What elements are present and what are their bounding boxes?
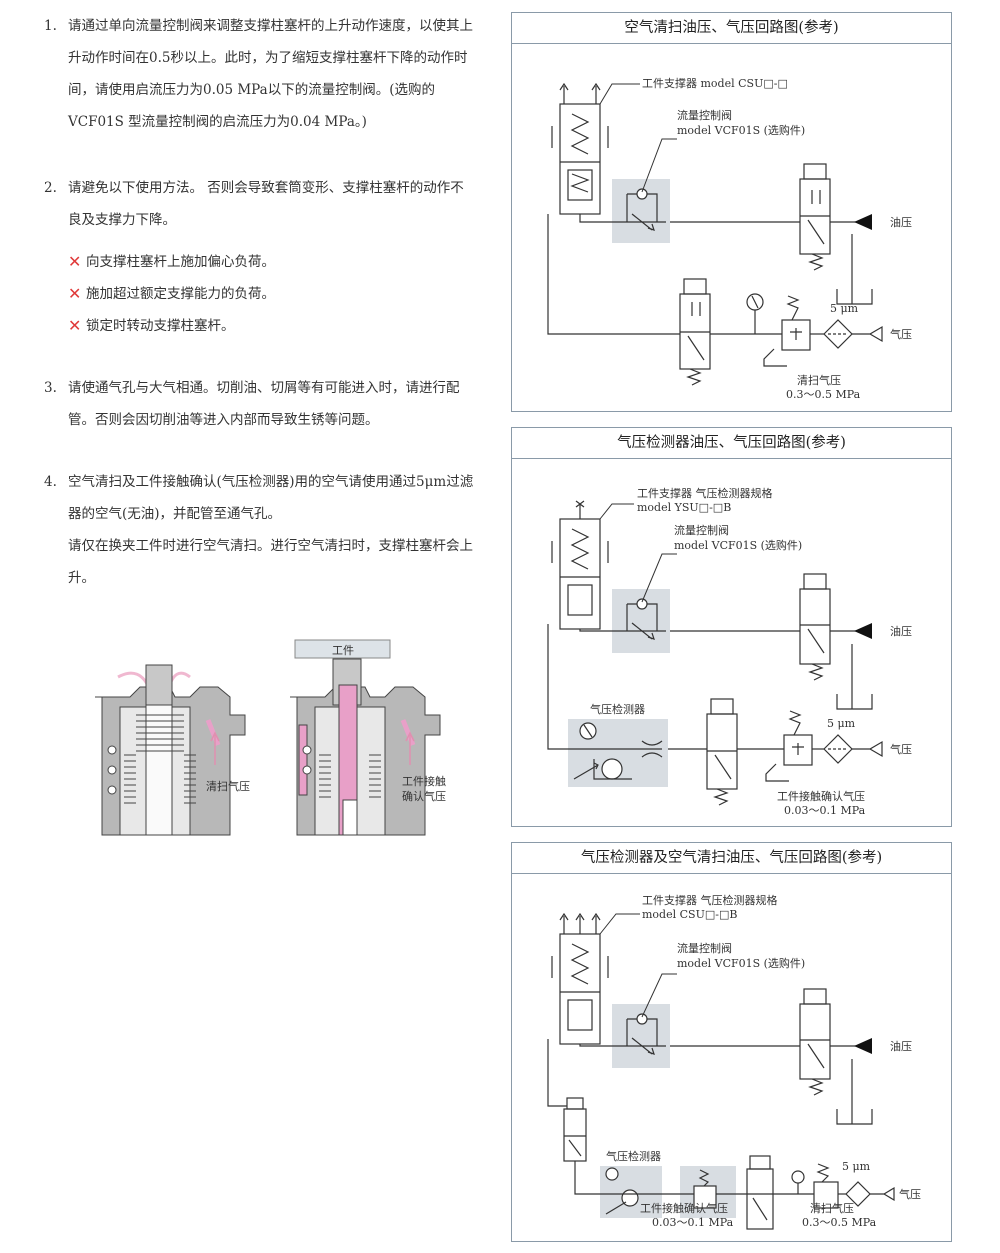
oil-pressure-label: 油压 bbox=[890, 1039, 912, 1053]
support-model-label: 工件支撑器 model CSU□-□ bbox=[642, 76, 788, 90]
panel-title: 空气清扫油压、气压回路图(参考) bbox=[512, 13, 951, 44]
flow-valve-model-label: model VCF01S (选购件) bbox=[677, 123, 805, 137]
note-number: 3. bbox=[44, 380, 57, 396]
panel-title: 气压检测器油压、气压回路图(参考) bbox=[512, 428, 951, 459]
note-number: 2. bbox=[44, 180, 57, 196]
cross-icon: ✕ bbox=[68, 316, 82, 335]
flow-valve-model-label: model VCF01S (选购件) bbox=[677, 956, 805, 970]
confirm-pressure-value: 0.03～0.1 MPa bbox=[652, 1216, 734, 1229]
purge-pressure-label: 清扫气压 bbox=[810, 1201, 854, 1215]
note-1: 1. 请通过单向流量控制阀来调整支撑柱塞杆的上升动作速度，以使其上升动作时间在0… bbox=[44, 10, 474, 138]
support-model-label: model YSU□-□B bbox=[637, 501, 731, 514]
flow-valve-model-label: model VCF01S (选购件) bbox=[674, 538, 802, 552]
air-pressure-label: 气压 bbox=[890, 327, 912, 341]
prohibited-item: ✕施加超过额定支撑能力的负荷。 bbox=[68, 278, 474, 310]
circuit-diagram-1: 工件支撑器 model CSU□-□ 流量控制阀 model VCF01S (选… bbox=[547, 76, 912, 401]
detector-label: 气压检测器 bbox=[590, 702, 645, 716]
circuit-panel-combined: 气压检测器及空气清扫油压、气压回路图(参考) bbox=[511, 842, 952, 1242]
oil-pressure-label: 油压 bbox=[890, 215, 912, 229]
workpiece-label: 工件 bbox=[332, 644, 354, 657]
filter-label: 5 μm bbox=[842, 1160, 871, 1173]
circuit-diagram-3: 工件支撑器 气压检测器规格 model CSU□-□B 流量控制阀 model … bbox=[547, 893, 921, 1230]
circuit-diagram-2: 工件支撑器 气压检测器规格 model YSU□-□B 流量控制阀 model … bbox=[547, 486, 912, 817]
section-drawings: 清扫气压 工件 工件接触 确认气压 bbox=[90, 635, 450, 845]
detector-label: 气压检测器 bbox=[606, 1149, 661, 1163]
flow-valve-label: 流量控制阀 bbox=[677, 108, 732, 122]
prohibited-item: ✕锁定时转动支撑柱塞杆。 bbox=[68, 310, 474, 342]
flow-valve-label: 流量控制阀 bbox=[677, 941, 732, 955]
support-spec-label: 工件支撑器 气压检测器规格 bbox=[637, 486, 773, 500]
note-3: 3. 请使通气孔与大气相通。切削油、切屑等有可能进入时，请进行配管。否则会因切削… bbox=[44, 372, 474, 436]
panel-title: 气压检测器及空气清扫油压、气压回路图(参考) bbox=[512, 843, 951, 874]
note-text: 请避免以下使用方法。 否则会导致套筒变形、支撑柱塞杆的动作不良及支撑力下降。 bbox=[68, 180, 464, 228]
purge-pressure-value: 0.3～0.5 MPa bbox=[802, 1216, 877, 1229]
circuit-panel-air-detector: 气压检测器油压、气压回路图(参考) bbox=[511, 427, 952, 827]
note-text: 请通过单向流量控制阀来调整支撑柱塞杆的上升动作速度，以使其上升动作时间在0.5秒… bbox=[68, 18, 473, 130]
usage-notes: 1. 请通过单向流量控制阀来调整支撑柱塞杆的上升动作速度，以使其上升动作时间在0… bbox=[44, 10, 474, 616]
cross-icon: ✕ bbox=[68, 252, 82, 271]
note-4: 4. 空气清扫及工件接触确认(气压检测器)用的空气请使用通过5μm过滤器的空气(… bbox=[44, 466, 474, 594]
note-2: 2. 请避免以下使用方法。 否则会导致套筒变形、支撑柱塞杆的动作不良及支撑力下降… bbox=[44, 172, 474, 342]
flow-valve-label: 流量控制阀 bbox=[674, 523, 729, 537]
prohibited-item: ✕向支撑柱塞杆上施加偏心负荷。 bbox=[68, 246, 474, 278]
confirm-pressure-label: 工件接触确认气压 bbox=[777, 789, 865, 803]
contact-air-label-2: 确认气压 bbox=[402, 789, 446, 803]
prohibited-list: ✕向支撑柱塞杆上施加偏心负荷。 ✕施加超过额定支撑能力的负荷。 ✕锁定时转动支撑… bbox=[68, 246, 474, 342]
air-pressure-label: 气压 bbox=[899, 1187, 921, 1201]
note-number: 1. bbox=[44, 18, 57, 34]
filter-label: 5 μm bbox=[827, 717, 856, 730]
cross-section-purge: 清扫气压 bbox=[95, 664, 250, 836]
purge-pressure-value: 0.3～0.5 MPa bbox=[786, 388, 861, 401]
purge-pressure-label: 清扫气压 bbox=[797, 373, 841, 387]
air-pressure-label: 气压 bbox=[890, 742, 912, 756]
note-text: 空气清扫及工件接触确认(气压检测器)用的空气请使用通过5μm过滤器的空气(无油)… bbox=[68, 474, 474, 522]
confirm-pressure-label: 工件接触确认气压 bbox=[640, 1201, 728, 1215]
note-number: 4. bbox=[44, 474, 57, 490]
filter-label: 5 μm bbox=[830, 302, 859, 315]
note-text: 请使通气孔与大气相通。切削油、切屑等有可能进入时，请进行配管。否则会因切削油等进… bbox=[68, 380, 460, 428]
confirm-pressure-value: 0.03～0.1 MPa bbox=[784, 804, 866, 817]
purge-air-label: 清扫气压 bbox=[206, 779, 250, 793]
contact-air-label-1: 工件接触 bbox=[402, 774, 446, 788]
circuit-panel-air-purge: 空气清扫油压、气压回路图(参考) bbox=[511, 12, 952, 412]
support-model-label: model CSU□-□B bbox=[642, 908, 737, 921]
support-spec-label: 工件支撑器 气压检测器规格 bbox=[642, 893, 778, 907]
cross-section-detector: 工件 工件接触 确认气压 bbox=[290, 639, 446, 836]
note-text-2: 请仅在换夹工件时进行空气清扫。进行空气清扫时，支撑柱塞杆会上升。 bbox=[68, 538, 473, 586]
oil-pressure-label: 油压 bbox=[890, 624, 912, 638]
cross-icon: ✕ bbox=[68, 284, 82, 303]
